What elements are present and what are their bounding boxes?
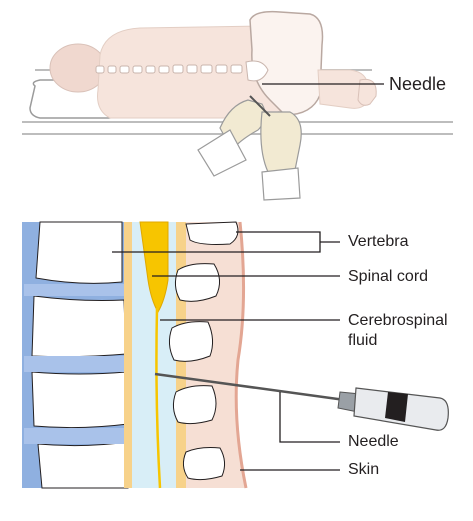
spinous-process [182,447,226,481]
vertebral-body [31,371,129,429]
cross-section [22,221,248,489]
spinous-process [172,385,217,425]
intervertebral-disc [24,428,130,444]
needle-callout [279,392,340,443]
skin-label: Skin [348,461,380,478]
spinal-cord-label: Spinal cord [348,268,429,285]
csf-label-line2: fluid [348,332,378,349]
cauda-equina [155,307,162,489]
sleeve-right [261,167,301,201]
gloved-hand-right [260,111,302,173]
vertebral-body [31,295,127,358]
spinous-process [185,221,239,245]
patient-spine [95,60,269,82]
needle-shaft [154,372,346,402]
vertebral-body [37,441,129,489]
spinous-process [174,263,220,302]
vertebral-body [35,221,123,284]
callout-lines [112,231,340,471]
patient-illustration [22,10,453,201]
vertebra-label: Vertebra [348,233,409,250]
needle-small [249,95,271,117]
intervertebral-disc [24,284,128,296]
spinous-process [168,321,214,362]
intervertebral-disc [24,356,128,372]
skin-line [234,221,248,489]
needle-label-top: Needle [389,74,447,94]
lumbar-needle [154,372,449,431]
sleeve-left [197,129,247,177]
patient-feet [357,78,377,106]
syringe-band [385,392,408,422]
needle-label-bottom: Needle [348,433,399,450]
csf-label-line1: Cerebrospinal [348,312,448,329]
